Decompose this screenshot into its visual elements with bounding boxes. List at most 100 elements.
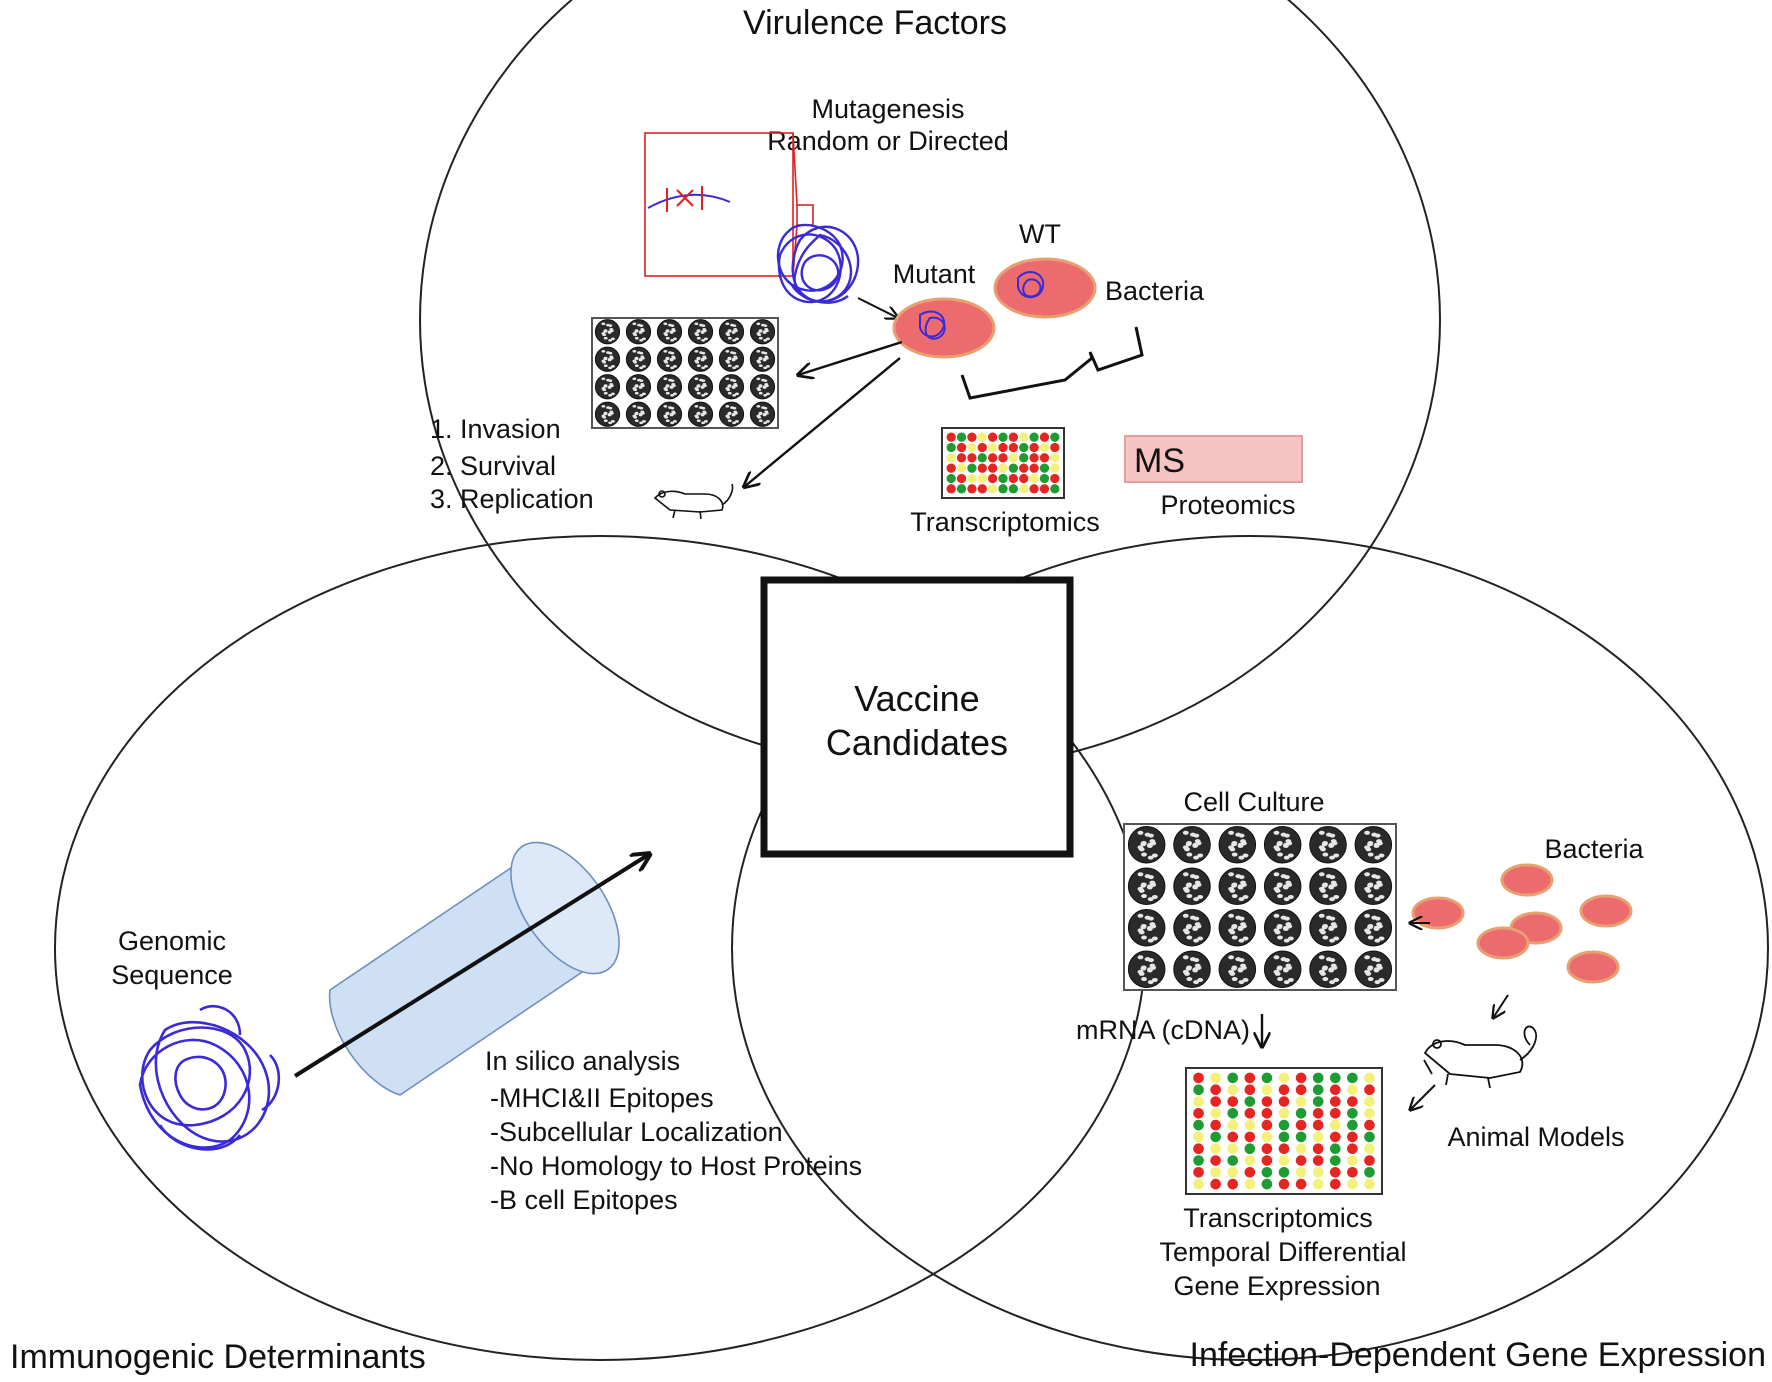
cell-culture-label: Cell Culture	[1183, 787, 1324, 817]
heatmap-cell	[1244, 1107, 1256, 1119]
arrow-dna-to-mutant	[857, 297, 898, 318]
cell-speck	[642, 420, 646, 423]
heatmap-cell	[1193, 1119, 1204, 1131]
cell-speck	[1276, 882, 1283, 887]
cell-speck	[1329, 833, 1336, 838]
well	[1127, 950, 1166, 989]
cell-speck	[1186, 965, 1193, 970]
cell-speck	[763, 393, 768, 397]
cell-speck	[1193, 897, 1199, 902]
heatmap-cell	[956, 432, 967, 442]
cell-speck	[1182, 886, 1189, 891]
cell-speck	[1182, 928, 1189, 933]
heatmap-cell	[967, 473, 977, 484]
cell-speck	[665, 329, 670, 332]
cell-speck	[1318, 830, 1325, 835]
cell-speck	[758, 391, 763, 395]
heatmap-cell	[1227, 1096, 1239, 1107]
cell-speck	[701, 351, 706, 355]
cell-speck	[1333, 977, 1340, 982]
cell-speck	[731, 331, 736, 334]
cell-speck	[733, 329, 738, 333]
heatmap-cell	[1347, 1178, 1358, 1190]
heatmap-cell	[1295, 1119, 1307, 1131]
well	[1127, 908, 1166, 947]
well	[656, 319, 683, 345]
cell-speck	[766, 420, 770, 423]
heatmap-cell	[1261, 1096, 1273, 1107]
cell-speck	[1378, 894, 1385, 899]
heatmap-cell	[1295, 1166, 1307, 1178]
cell-speck	[1231, 977, 1238, 982]
cell-speck	[632, 332, 637, 335]
heatmap-cell	[1312, 1143, 1324, 1155]
heatmap-cell	[1364, 1107, 1375, 1119]
transcriptomics-right-line3: Gene Expression	[1173, 1271, 1380, 1301]
cell-speck	[663, 404, 668, 408]
cell-speck	[1182, 969, 1189, 974]
cell-speck	[727, 356, 732, 360]
cell-speck	[1378, 977, 1385, 982]
cell-speck	[756, 349, 761, 353]
cell-speck	[1237, 926, 1244, 931]
heatmap-cell	[1261, 1072, 1273, 1084]
heatmap-cell	[998, 453, 1008, 463]
cell-speck	[642, 392, 646, 396]
cell-speck	[1364, 886, 1371, 891]
heatmap-cell	[1347, 1131, 1358, 1143]
heatmap-cell	[1312, 1119, 1324, 1131]
cell-speck	[608, 351, 613, 355]
cell-speck	[1182, 913, 1189, 918]
cell-speck	[725, 332, 730, 335]
ms-box	[1124, 435, 1303, 483]
cell-speck	[1228, 830, 1235, 835]
heatmap-cell	[1329, 1096, 1341, 1107]
cell-speck	[1237, 885, 1244, 890]
heatmap-cell	[1261, 1107, 1273, 1119]
heatmap-cell	[1050, 432, 1060, 442]
cell-speck	[1367, 924, 1374, 929]
heatmap-cell	[1029, 463, 1039, 473]
cell-speck	[670, 406, 675, 410]
cell-speck	[601, 322, 606, 326]
heatmap-cell	[1347, 1155, 1358, 1166]
heatmap-cell	[956, 463, 967, 473]
cell-speck	[1318, 886, 1325, 891]
cell-speck	[1146, 843, 1153, 848]
cell-speck	[634, 419, 639, 423]
arrow-mutant-to-plate	[798, 340, 903, 375]
cell-speck	[1273, 845, 1280, 850]
heatmap-cell	[1008, 432, 1019, 442]
cell-speck	[766, 392, 770, 396]
heatmap-cell	[1295, 1155, 1307, 1166]
well	[1173, 950, 1211, 989]
heatmap-cell	[1364, 1178, 1375, 1190]
cell-speck	[1150, 882, 1157, 887]
cell-speck	[1367, 977, 1374, 982]
well	[594, 319, 621, 345]
cell-speck	[1273, 886, 1280, 891]
cell-speck	[673, 337, 677, 341]
cell-speck	[727, 336, 732, 340]
well	[718, 346, 745, 372]
heatmap-cell	[1227, 1155, 1239, 1166]
mouse-top-icon	[653, 483, 734, 520]
cell-speck	[756, 332, 761, 335]
cell-speck	[1273, 830, 1280, 835]
cell-speck	[725, 404, 730, 408]
heatmap-cell	[1227, 1143, 1239, 1155]
heatmap-cell	[1329, 1107, 1341, 1119]
heatmap-cell	[1312, 1072, 1324, 1084]
cell-speck	[673, 392, 677, 396]
cell-speck	[673, 420, 677, 423]
cell-speck	[608, 393, 613, 397]
cell-speck	[1374, 833, 1381, 838]
heatmap-cell	[1261, 1143, 1273, 1155]
cell-speck	[1367, 852, 1374, 857]
heatmap-cell	[1210, 1155, 1221, 1166]
well	[687, 374, 714, 400]
heatmap-cell	[1244, 1072, 1256, 1084]
ms-label: MS	[1134, 442, 1185, 480]
heatmap-cell	[1039, 453, 1050, 463]
cell-speck	[1373, 926, 1380, 931]
